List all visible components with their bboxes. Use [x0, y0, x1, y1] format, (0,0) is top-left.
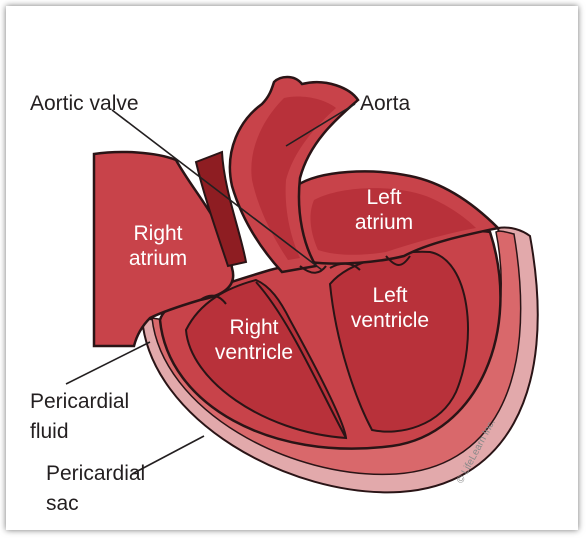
label-right-atrium-1: Right [133, 222, 182, 245]
label-left-atrium-1: Left [366, 186, 401, 209]
label-aorta: Aorta [360, 92, 411, 115]
label-right-ventricle-2: ventricle [215, 341, 293, 364]
label-right-atrium-2: atrium [129, 247, 187, 270]
label-aortic-valve: Aortic valve [30, 92, 139, 115]
label-pericardial-fluid-2: fluid [30, 420, 69, 443]
label-pericardial-sac-2: sac [46, 492, 79, 515]
label-right-ventricle-1: Right [229, 316, 278, 339]
heart-diagram: Aortic valve Aorta Pericardial fluid Per… [6, 6, 578, 530]
leader-pericardial-fluid [66, 342, 150, 384]
label-left-ventricle-1: Left [372, 284, 407, 307]
figure-frame: Aortic valve Aorta Pericardial fluid Per… [6, 6, 578, 530]
label-pericardial-fluid-1: Pericardial [30, 390, 129, 413]
label-pericardial-sac-1: Pericardial [46, 462, 145, 485]
label-left-ventricle-2: ventricle [351, 309, 429, 332]
label-left-atrium-2: atrium [355, 211, 413, 234]
